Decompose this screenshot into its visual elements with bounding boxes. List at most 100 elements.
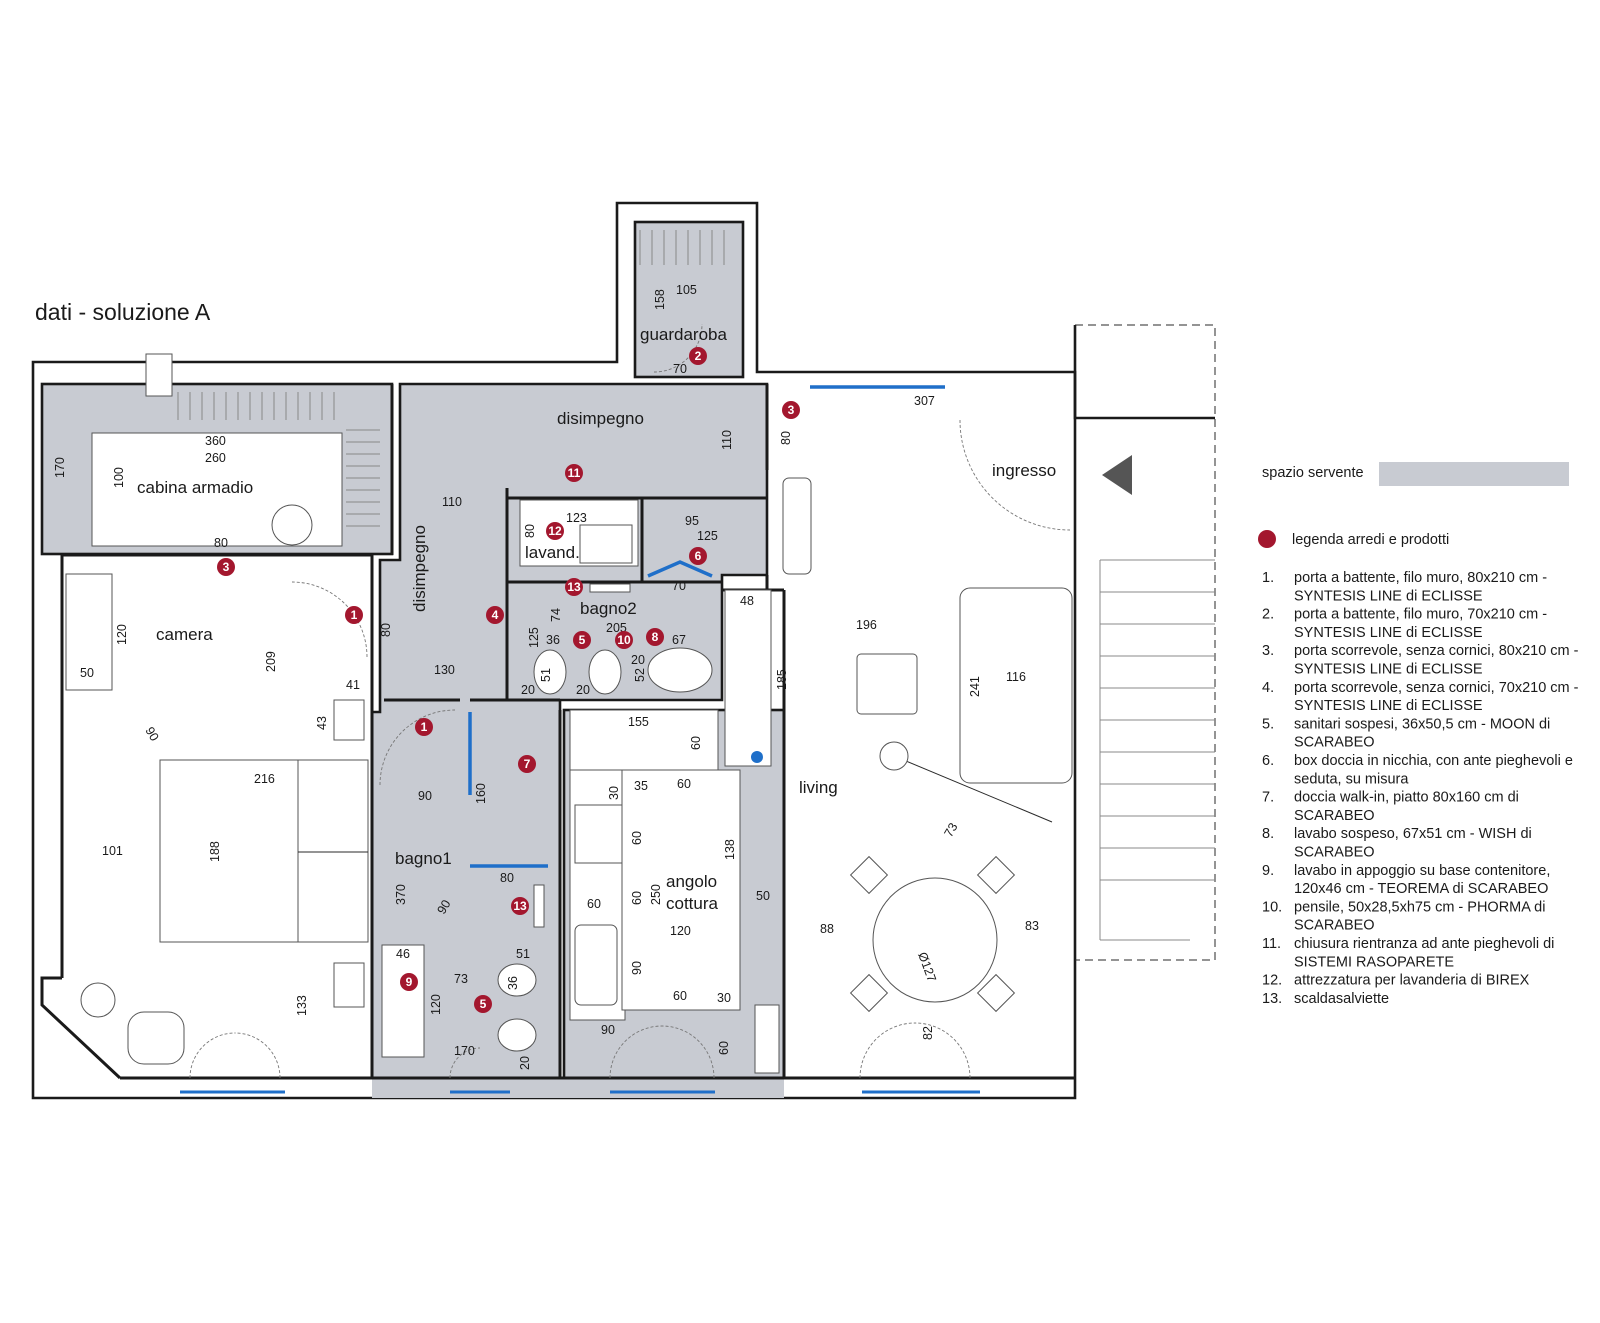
dimension-label: 138 bbox=[723, 839, 737, 860]
dimension-label: 110 bbox=[442, 495, 462, 509]
dimension-label: 370 bbox=[394, 884, 408, 905]
legend-item-text: pensile, 50x28,5xh75 cm - PHORMA di bbox=[1294, 899, 1545, 915]
guardaroba-area bbox=[633, 220, 745, 379]
legend-items: 1. porta a battente, filo muro, 80x210 cm… bbox=[1262, 570, 1579, 1007]
dimension-label: 130 bbox=[434, 663, 455, 677]
dimension-label: 216 bbox=[254, 772, 275, 786]
legend-item-text: SCARABEO bbox=[1294, 918, 1375, 934]
dimension-label: 110 bbox=[720, 430, 734, 450]
kitchen-island bbox=[621, 769, 741, 1011]
legend-item-text: SCARABEO bbox=[1294, 808, 1375, 824]
dimension-label: 20 bbox=[518, 1056, 532, 1070]
kitchen-sink bbox=[574, 924, 618, 1006]
dimension-label: 185 bbox=[775, 669, 789, 690]
legend-item: 9.lavabo in appoggio su base contenitore… bbox=[1262, 863, 1550, 897]
legend-item-number: 1. bbox=[1262, 570, 1274, 586]
legend-item-number: 10. bbox=[1262, 899, 1282, 915]
marker: 10 bbox=[615, 631, 633, 649]
legend-item-text: porta a battente, filo muro, 80x210 cm - bbox=[1294, 570, 1547, 586]
armchair bbox=[127, 1011, 185, 1065]
chimney bbox=[145, 353, 173, 397]
legend-item: 10. pensile, 50x28,5xh75 cm - PHORMA di SC… bbox=[1262, 899, 1545, 933]
legend-item-text: SYNTESIS LINE di ECLISSE bbox=[1294, 588, 1483, 604]
dimension-label: 88 bbox=[820, 922, 834, 936]
room-lavand: lavand. bbox=[525, 543, 580, 562]
marker: 5 bbox=[474, 995, 492, 1013]
dimension-label: 158 bbox=[653, 289, 667, 310]
dimension-label: 307 bbox=[914, 394, 935, 408]
ottoman bbox=[271, 504, 313, 546]
legend-item: 6. box doccia in nicchia, con ante pieghe… bbox=[1262, 753, 1573, 787]
towel-warmer-1 bbox=[533, 884, 545, 928]
legend-item: 13.scaldasalviette bbox=[1262, 991, 1389, 1007]
legend-item: 8.lavabo sospeso, 67x51 cm - WISH diSCAR… bbox=[1262, 826, 1532, 860]
towel-warmer-2 bbox=[589, 583, 631, 593]
legend: spazio servente legenda arredi e prodott… bbox=[1258, 462, 1579, 1007]
marker: 4 bbox=[486, 606, 504, 624]
legend-item-number: 12. bbox=[1262, 973, 1282, 989]
laundry-sink bbox=[579, 524, 633, 564]
svg-text:1: 1 bbox=[421, 720, 428, 734]
svg-text:7: 7 bbox=[524, 757, 531, 771]
legend-item-text: porta scorrevole, senza cornici, 80x210 … bbox=[1294, 643, 1579, 659]
coffee-table bbox=[856, 653, 918, 715]
svg-text:5: 5 bbox=[480, 997, 487, 1011]
legend-item-number: 5. bbox=[1262, 716, 1274, 732]
svg-text:12: 12 bbox=[548, 524, 562, 538]
room-cottura: cottura bbox=[666, 894, 719, 913]
dimension-label: 90 bbox=[418, 789, 432, 803]
interior-walls bbox=[40, 384, 1075, 1080]
legend-item-text: attrezzatura per lavanderia di BIREX bbox=[1294, 973, 1530, 989]
room-bagno2: bagno2 bbox=[580, 599, 637, 618]
dimension-label: 60 bbox=[630, 891, 644, 905]
washbasin-2 bbox=[647, 647, 713, 693]
dimension-label: 250 bbox=[649, 884, 663, 905]
svg-text:6: 6 bbox=[695, 549, 702, 563]
dimension-label: 48 bbox=[740, 594, 754, 608]
marker: 12 bbox=[546, 522, 564, 540]
legend-item-text: porta scorrevole, senza cornici, 70x210 … bbox=[1294, 680, 1579, 696]
doors bbox=[189, 323, 1071, 1079]
legend-item-text: doccia walk-in, piatto 80x160 cm di bbox=[1294, 790, 1519, 806]
pillows bbox=[297, 759, 369, 943]
dimension-label: 90 bbox=[434, 897, 453, 916]
nightstand-top bbox=[333, 699, 365, 741]
wc-2 bbox=[533, 649, 567, 695]
dimension-label: 73 bbox=[454, 972, 468, 986]
dimension-label: 120 bbox=[429, 994, 443, 1015]
dimension-label: 101 bbox=[102, 844, 123, 858]
legend-item-text: SYNTESIS LINE di ECLISSE bbox=[1294, 662, 1483, 678]
dimension-label: 80 bbox=[779, 431, 793, 445]
dimension-label: 120 bbox=[670, 924, 691, 938]
legend-item: 4.porta scorrevole, senza cornici, 70x21… bbox=[1262, 680, 1579, 714]
tv-unit bbox=[724, 589, 772, 767]
room-disimpegno-vertical: disimpegno bbox=[410, 525, 429, 612]
svg-text:8: 8 bbox=[652, 630, 659, 644]
svg-text:11: 11 bbox=[568, 466, 581, 480]
marker: 3 bbox=[217, 558, 235, 576]
legend-service-swatch bbox=[1379, 462, 1569, 486]
dimension-label: 41 bbox=[346, 678, 360, 692]
dining-table bbox=[872, 877, 998, 1003]
svg-text:10: 10 bbox=[617, 633, 631, 647]
room-bagno1: bagno1 bbox=[395, 849, 452, 868]
dimension-label: 67 bbox=[672, 633, 686, 647]
hob bbox=[574, 804, 624, 864]
legend-item-number: 6. bbox=[1262, 753, 1274, 769]
svg-text:9: 9 bbox=[406, 975, 413, 989]
dimension-label: 50 bbox=[756, 889, 770, 903]
dimension-label: 83 bbox=[1025, 919, 1039, 933]
entry-arrow-icon bbox=[1102, 455, 1132, 495]
dimension-label: 80 bbox=[214, 536, 228, 550]
legend-item-text: box doccia in nicchia, con ante pieghevo… bbox=[1294, 753, 1573, 769]
sofa bbox=[959, 587, 1073, 784]
dimension-label: 196 bbox=[856, 618, 877, 632]
legend-item: 5.sanitari sospesi, 36x50,5 cm - MOON di… bbox=[1262, 716, 1550, 750]
bidet-2 bbox=[588, 649, 622, 695]
dimension-label: 80 bbox=[523, 524, 537, 538]
dimension-labels: 105 158 70 307 110 80 360 260 170 100 80… bbox=[53, 283, 1039, 1070]
legend-item-text: lavabo sospeso, 67x51 cm - WISH di bbox=[1294, 826, 1532, 842]
dimension-label: 170 bbox=[53, 457, 67, 478]
dimension-label: 60 bbox=[587, 897, 601, 911]
